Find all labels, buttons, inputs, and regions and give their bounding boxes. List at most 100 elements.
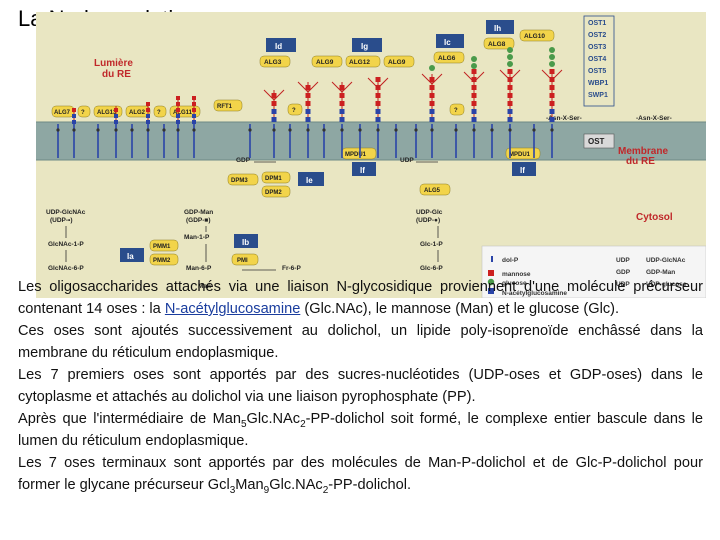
glucose-residue: [471, 63, 477, 69]
sugar-residue: [305, 93, 311, 98]
text-run: (Glc.NAc), le mannose (Man) et le glucos…: [300, 301, 620, 317]
enzyme-label: DPM2: [265, 190, 282, 196]
phosphate-dot: [322, 128, 326, 132]
glycan-branch: [263, 89, 275, 101]
phosphate-dot: [272, 128, 276, 132]
glycan-branch: [473, 71, 485, 83]
legend-glcnac-icon: [488, 288, 494, 294]
phosphate-dot: [306, 128, 310, 132]
sugar-residue: [549, 85, 555, 90]
phosphate-dot: [340, 128, 344, 132]
enzyme-label: ALG8: [488, 41, 506, 48]
legend-label: UDP-GlcNAc: [646, 257, 686, 264]
sugar-residue: [507, 117, 513, 122]
glycan-branch: [331, 81, 343, 93]
sugar-residue: [305, 85, 311, 90]
membrane-enzymes: ALG7 ? ALG13 ALG2 ? ALG11 RFT1 ? ?: [51, 99, 465, 118]
phosphate-dot: [72, 128, 76, 132]
enzyme-label: RFT1: [217, 104, 233, 110]
sugar-residue: [471, 77, 477, 82]
metabolite-label: Glc-1-P: [420, 241, 443, 248]
phosphate-dot: [288, 128, 292, 132]
sugar-residue: [507, 69, 513, 74]
enzyme-label: MPDU1: [509, 152, 531, 158]
phosphate-dot: [358, 128, 362, 132]
metabolite-label: (GDP-■): [186, 217, 211, 224]
enzyme-label: ALG10: [524, 33, 545, 40]
sequon-label: -Asn-X-Ser-: [546, 115, 582, 122]
sugar-residue: [176, 114, 180, 118]
membrane-label: Membrane: [618, 146, 668, 157]
ost-item: OST4: [588, 56, 606, 63]
subscript: 2: [300, 418, 306, 430]
sugar-residue: [72, 114, 76, 118]
sugar-residue: [507, 85, 513, 90]
sugar-residue: [305, 109, 311, 114]
sugar-residue: [271, 93, 277, 98]
sugar-residue: [429, 101, 435, 106]
sugar-residue: [176, 108, 180, 112]
metabolite-label: UDP-GlcNAc: [46, 209, 86, 216]
glucose-residue: [549, 47, 555, 53]
enzyme-label: PMM2: [153, 258, 171, 264]
sugar-residue: [549, 93, 555, 98]
glycan-branch: [463, 71, 475, 83]
glycan-branch: [541, 69, 553, 81]
enzyme-label: DPM3: [231, 178, 248, 184]
metabolite-label: GlcNAc-1-P: [48, 241, 84, 248]
sugar-residue: [549, 101, 555, 106]
sugar-residue: [549, 117, 555, 122]
text-run: Glc.NAc: [246, 411, 301, 427]
legend-glucose-icon: [487, 278, 495, 286]
lumen-label-2: du RE: [102, 69, 131, 80]
legend-label: UDP: [616, 281, 630, 288]
sugar-residue: [429, 85, 435, 90]
step-box-label: Ih: [494, 24, 501, 33]
text-run: Les 7 oses terminaux sont apportés par d…: [18, 455, 703, 493]
enzyme-label: DPM1: [265, 176, 282, 182]
ost-item: SWP1: [588, 92, 608, 99]
glycan-branch: [297, 81, 309, 93]
phosphate-dot: [146, 128, 150, 132]
metabolite-label: Man-6-P: [186, 265, 212, 272]
cytosol-metabolites: UDP-GlcNAc (UDP-•) GlcNAc-1-P GlcNAc-6-P…: [46, 157, 443, 290]
phosphate-dot: [490, 128, 494, 132]
metabolite-label: (UDP-●): [416, 217, 440, 224]
legend-label: GDP: [616, 269, 631, 276]
glucose-residue: [507, 61, 513, 67]
enzyme-label: ALG13: [97, 110, 117, 116]
glcnac-link[interactable]: N-acétylglucosamine: [164, 301, 301, 317]
dolichol-chains: [56, 124, 554, 158]
subscript: 5: [240, 418, 247, 430]
glucose-residue: [429, 65, 435, 71]
step-box-label: If: [520, 166, 525, 175]
legend-label: mannose: [502, 271, 531, 278]
glycan-branch: [551, 69, 563, 81]
subscript: 9: [263, 484, 270, 496]
phosphate-dot: [414, 128, 418, 132]
legend-label: glucose: [502, 280, 527, 287]
metabolite-label: UDP: [400, 157, 414, 164]
sugar-residue: [72, 108, 76, 112]
step-box-label: Ic: [444, 38, 451, 47]
phosphate-dot: [176, 128, 180, 132]
sugar-residue: [429, 109, 435, 114]
sugar-residue: [339, 109, 345, 114]
sugar-residue: [549, 69, 555, 74]
sugar-residue: [114, 120, 118, 124]
metabolite-label: GDP-Man: [184, 209, 213, 216]
ost-item: OST5: [588, 68, 606, 75]
enzyme-label: ?: [81, 110, 85, 116]
glycan-branch: [273, 89, 285, 101]
sugar-residue: [471, 109, 477, 114]
paragraph-4: Après que l'intermédiaire de Man5Glc.NAc…: [18, 408, 703, 452]
enzyme-label: ALG11: [173, 110, 193, 116]
enzyme-label: MPDU1: [345, 152, 367, 158]
enzyme-label: ALG7: [54, 110, 71, 116]
sugar-residue: [471, 69, 477, 74]
lumen-label: Lumière: [94, 58, 133, 69]
enzyme-label: ALG9: [316, 59, 334, 66]
enzyme-label: PMM1: [153, 244, 171, 250]
cytosol-label: Cytosol: [636, 212, 673, 223]
step-box-label: If: [360, 166, 365, 175]
